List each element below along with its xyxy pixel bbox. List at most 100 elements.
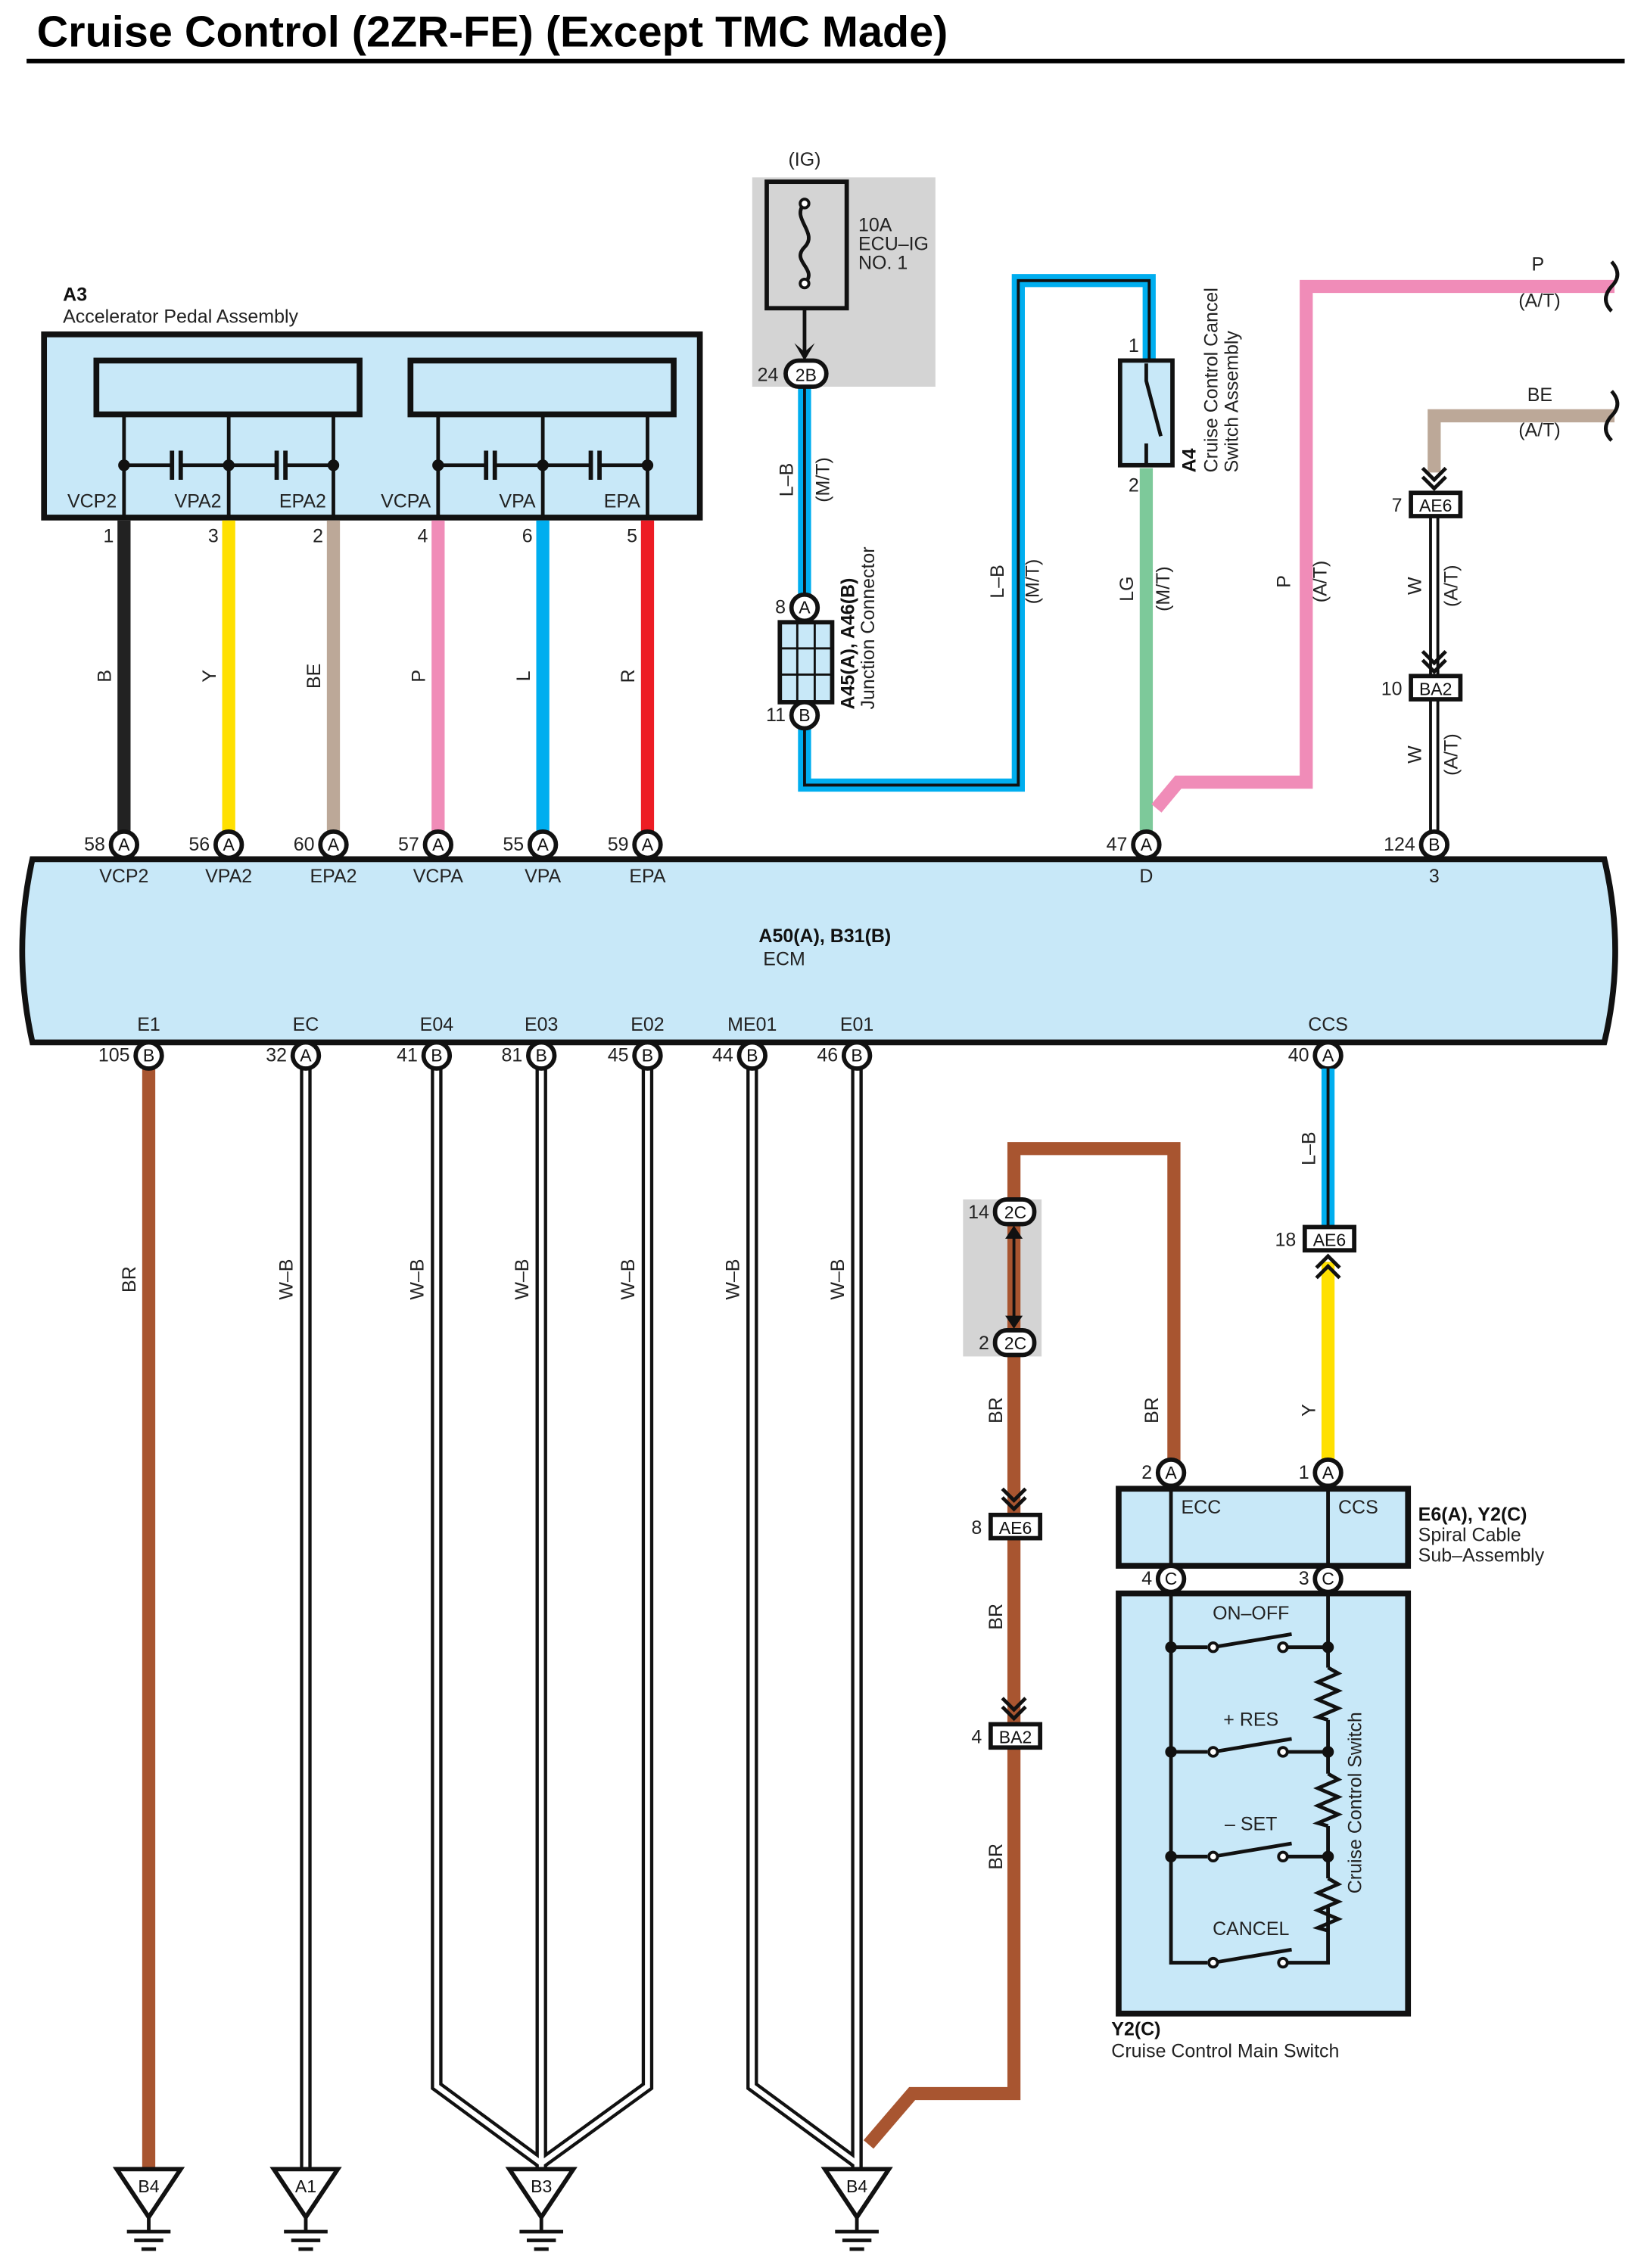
svg-text:VPA2: VPA2 bbox=[205, 866, 252, 887]
connector-ae6-ccs: AE6 bbox=[1302, 1224, 1357, 1253]
wire-label: L–B bbox=[987, 565, 1008, 598]
svg-text:B: B bbox=[746, 1045, 758, 1065]
pin-number: 8 bbox=[971, 1517, 982, 1538]
svg-text:E03: E03 bbox=[525, 1014, 558, 1035]
svg-text:2C: 2C bbox=[1004, 1333, 1026, 1353]
svg-text:3: 3 bbox=[1429, 866, 1440, 887]
svg-text:A: A bbox=[118, 835, 130, 854]
wire-br-switch bbox=[863, 1142, 1181, 2149]
pin-number: 4 bbox=[971, 1726, 982, 1747]
pin-number: 2 bbox=[313, 526, 323, 547]
arrow-icon bbox=[794, 343, 815, 361]
svg-text:CCS: CCS bbox=[1338, 1497, 1378, 1518]
svg-text:AE6: AE6 bbox=[999, 1518, 1032, 1538]
ecm-name: ECM bbox=[763, 949, 805, 970]
pin-number: 8 bbox=[775, 597, 786, 618]
svg-text:41: 41 bbox=[397, 1044, 418, 1066]
pin-number: 2 bbox=[1129, 474, 1139, 496]
connector-arrow-icon bbox=[1421, 466, 1447, 491]
svg-text:B: B bbox=[1428, 835, 1440, 854]
a3-code: A3 bbox=[63, 285, 87, 306]
connector-arrow-icon bbox=[1001, 1487, 1027, 1512]
junction-connector bbox=[777, 620, 835, 705]
pin-number: 6 bbox=[522, 526, 533, 547]
svg-text:W–B: W–B bbox=[407, 1259, 428, 1300]
switch-on-off-label: ON–OFF bbox=[1213, 1603, 1289, 1624]
svg-text:W–B: W–B bbox=[722, 1259, 743, 1300]
svg-text:56: 56 bbox=[188, 834, 210, 855]
svg-text:A: A bbox=[223, 835, 235, 854]
wire-label: BR bbox=[985, 1604, 1007, 1630]
svg-text:A: A bbox=[537, 835, 549, 854]
svg-text:60: 60 bbox=[294, 834, 315, 855]
svg-text:A: A bbox=[328, 835, 340, 854]
svg-text:B: B bbox=[431, 1045, 442, 1065]
connector-arrow-icon bbox=[1001, 1697, 1027, 1722]
wire-w-b-me01 bbox=[749, 1069, 859, 2166]
svg-text:55: 55 bbox=[503, 834, 524, 855]
wire-label: BR bbox=[985, 1397, 1007, 1423]
svg-text:B4: B4 bbox=[846, 2176, 867, 2196]
svg-text:81: 81 bbox=[501, 1044, 522, 1066]
pin-number: 7 bbox=[1392, 495, 1403, 516]
a3-terminal: VPA2 bbox=[175, 490, 222, 512]
wire-label: (A/T) bbox=[1441, 733, 1462, 775]
connector-a45: A bbox=[789, 592, 820, 624]
svg-text:AE6: AE6 bbox=[1419, 496, 1453, 515]
a3-terminal: EPA2 bbox=[279, 490, 326, 512]
wire-label: BR bbox=[985, 1843, 1007, 1870]
pin-number: 14 bbox=[968, 1202, 989, 1223]
svg-text:VPA: VPA bbox=[525, 866, 561, 887]
connector-ba2-br: BA2 bbox=[988, 1722, 1043, 1750]
svg-text:D: D bbox=[1139, 866, 1153, 887]
wire-w-b-e04 bbox=[434, 1069, 543, 2166]
svg-text:45: 45 bbox=[608, 1044, 629, 1066]
pin-number: 1 bbox=[1129, 335, 1139, 356]
accelerator-pedal-assembly: A3 Accelerator Pedal Assembly VCP2 VPA2 … bbox=[41, 285, 703, 521]
main-switch-code: Y2(C) bbox=[1111, 2019, 1160, 2040]
svg-text:4: 4 bbox=[1141, 1568, 1152, 1589]
svg-text:B4: B4 bbox=[138, 2176, 159, 2196]
svg-text:1: 1 bbox=[1299, 1462, 1309, 1483]
svg-text:W–B: W–B bbox=[512, 1259, 533, 1300]
switch-set-label: – SET bbox=[1225, 1814, 1277, 1835]
ecm-code: A50(A), B31(B) bbox=[758, 926, 891, 947]
fuse-rating: 10A bbox=[858, 214, 892, 235]
ground-b4-left: B4 bbox=[112, 2167, 185, 2251]
svg-text:W–B: W–B bbox=[276, 1259, 297, 1300]
switch-contacts-icon bbox=[1213, 1632, 1292, 1965]
a3-terminal: EPA bbox=[604, 490, 640, 512]
svg-text:VCP2: VCP2 bbox=[99, 866, 148, 887]
wire-label: (M/T) bbox=[1022, 559, 1043, 605]
wire-label: BR bbox=[1141, 1397, 1163, 1423]
pin-number: 24 bbox=[758, 364, 779, 385]
wire-label: P bbox=[1274, 575, 1295, 588]
wire-label: R bbox=[618, 669, 639, 683]
page-title: Cruise Control (2ZR-FE) (Except TMC Made… bbox=[37, 8, 948, 56]
ground-wires bbox=[142, 1069, 1181, 2170]
connector-ba2-top: BA2 bbox=[1409, 674, 1463, 702]
ecm-body bbox=[19, 856, 1618, 1046]
wire-label: W bbox=[1405, 745, 1426, 764]
svg-text:44: 44 bbox=[712, 1044, 733, 1066]
connector-2c-bottom: 2C bbox=[992, 1327, 1037, 1358]
svg-text:58: 58 bbox=[84, 834, 105, 855]
a3-pin-numbers: 1 3 2 4 6 5 bbox=[104, 526, 638, 547]
svg-text:3: 3 bbox=[1299, 1568, 1309, 1589]
svg-text:BA2: BA2 bbox=[1419, 679, 1453, 698]
svg-text:A: A bbox=[300, 1045, 312, 1065]
ground-a1: A1 bbox=[269, 2167, 342, 2251]
fuse-box bbox=[764, 179, 849, 311]
svg-text:40: 40 bbox=[1288, 1044, 1309, 1066]
svg-text:EC: EC bbox=[293, 1014, 319, 1035]
switch-res-label: + RES bbox=[1223, 1709, 1278, 1730]
